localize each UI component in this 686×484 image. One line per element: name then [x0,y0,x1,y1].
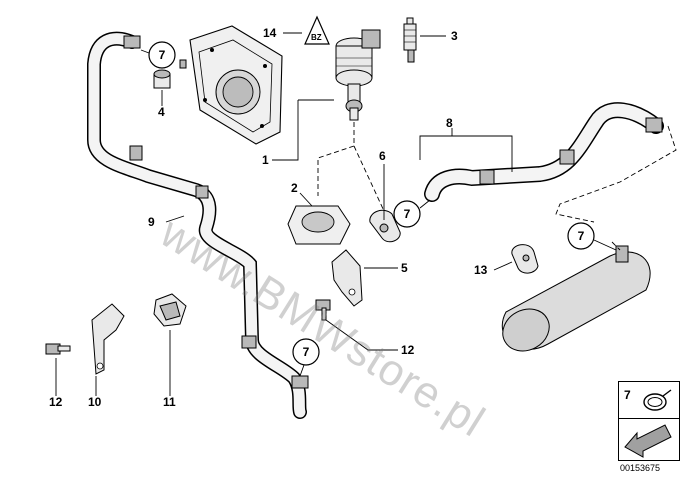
label-2: 2 [291,181,298,195]
reference-divider [619,418,679,419]
label-4: 4 [158,105,165,119]
hose-clamp-icon [643,389,672,411]
reference-label: 7 [624,388,631,402]
label-5: 5 [401,261,408,275]
label-12-center: 12 [401,343,415,357]
vent-hose-right [424,102,664,202]
hose-clip [153,293,187,327]
bolt-left [45,343,71,355]
label-6: 6 [379,149,386,163]
throttle-housing [189,25,283,145]
support-bracket [91,303,125,375]
callout-7-canister: 7 [567,222,617,251]
label-11: 11 [163,395,176,409]
direction-arrow-icon [624,424,672,458]
label-1: 1 [262,153,269,167]
bolt-center [315,299,331,321]
rubber-mount [287,205,351,245]
callout-7-hose: 7 [393,199,431,228]
mounting-bracket [331,249,363,307]
svg-text:7: 7 [303,345,310,359]
label-8: 8 [446,116,453,130]
svg-text:7: 7 [578,229,585,243]
connector-plug [403,17,417,63]
callout-7-bottom: 7 [292,338,320,377]
leader-8 [419,135,513,172]
reference-box: 7 [618,381,680,461]
warning-triangle-icon: BZ [304,15,330,45]
label-14: 14 [263,26,277,40]
callout-7-top: 7 [140,41,176,69]
label-3: 3 [451,29,458,43]
leader-1 [272,100,299,161]
label-13: 13 [474,263,488,277]
svg-text:7: 7 [159,48,166,62]
vent-hose-left [87,31,309,419]
diagram-id: 00153675 [620,463,661,473]
svg-text:BZ: BZ [311,33,322,42]
label-9: 9 [148,215,155,229]
label-12-left: 12 [49,395,63,409]
small-clamp [511,244,539,274]
control-valve [335,29,381,121]
label-10: 10 [88,395,102,409]
filter-canister [501,245,651,352]
hose-clamp [369,209,401,243]
svg-text:7: 7 [404,207,411,221]
hose-nipple [153,59,187,89]
